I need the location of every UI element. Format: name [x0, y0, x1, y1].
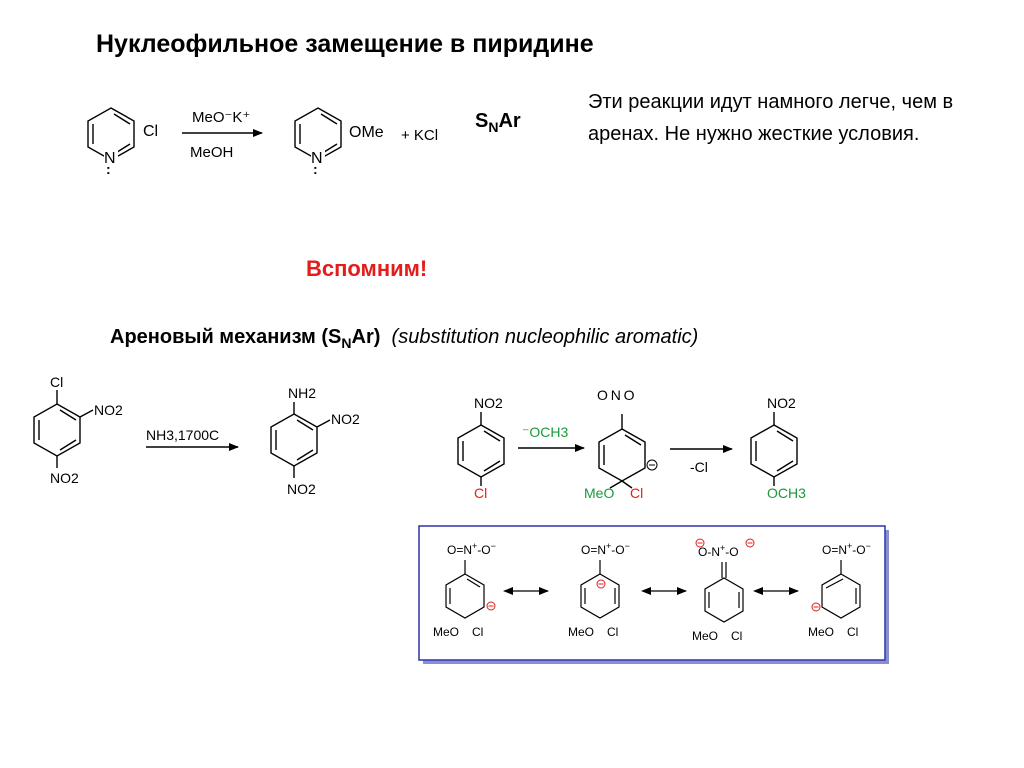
- pyridine-n-mask: [104, 150, 118, 164]
- mechanism-bold-prefix: Ареновый механизм (S: [110, 326, 342, 348]
- resonance-meo-1: MeO: [433, 625, 459, 639]
- reagent-bottom: MeOH: [190, 144, 233, 161]
- start-no2-para: NO2: [50, 470, 79, 486]
- product-lone-pair: :: [313, 161, 318, 177]
- negative-charge-icon: [695, 538, 705, 548]
- mechanism-italic: (substitution nucleophilic aromatic): [391, 326, 699, 348]
- leaving-group: -Cl: [690, 459, 708, 475]
- resonance-ring-2: [580, 560, 620, 619]
- product-no2-ortho: NO2: [331, 411, 360, 427]
- nitro-start-no2: NO2: [474, 395, 503, 411]
- methoxide-reagent: ⁻OCH3: [522, 424, 569, 440]
- anisole-och3: OCH3: [767, 485, 806, 501]
- note-text: Эти реакции идут намного легче, чем в ар…: [588, 91, 954, 145]
- meisenheimer-meo: MeO: [584, 485, 614, 501]
- resonance-nitro-3: O-N+-O: [698, 543, 739, 559]
- ammonia-conditions: NH3,1700C: [146, 427, 219, 443]
- dinitro-product-ring: [270, 402, 331, 478]
- negative-charge-icon: [811, 602, 821, 612]
- lone-pair-dots: :: [106, 161, 111, 177]
- resonance-nitro-4: O=N+-O−: [822, 541, 871, 557]
- meisenheimer-nitro: O N O: [597, 387, 635, 403]
- resonance-ring-4: [821, 560, 861, 619]
- snar-sub: N: [488, 119, 499, 135]
- resonance-meo-3: MeO: [692, 629, 718, 643]
- mechanism-bold-suffix: Ar): [351, 326, 381, 348]
- anisole-ring: [750, 412, 798, 486]
- mechanism-bold-sub: N: [341, 335, 352, 351]
- start-no2-ortho: NO2: [94, 402, 123, 418]
- product-n-mask: [311, 150, 325, 164]
- pyridine-cl: Cl: [143, 123, 158, 140]
- resonance-ring-1: [445, 560, 485, 619]
- mechanism-heading: Ареновый механизм (SNAr) (substitution n…: [110, 326, 698, 351]
- resonance-cl-3: Cl: [731, 629, 742, 643]
- product-nh2: NH2: [288, 385, 316, 401]
- resonance-meo-4: MeO: [808, 625, 834, 639]
- pyridine-n: N: [104, 150, 116, 167]
- meisenheimer-ring: [598, 414, 646, 489]
- negative-charge-icon: [596, 579, 606, 589]
- byproduct-kcl: + KCl: [401, 127, 438, 144]
- anisole-no2: NO2: [767, 395, 796, 411]
- meisenheimer-cl: Cl: [630, 485, 643, 501]
- start-cl: Cl: [50, 374, 63, 390]
- negative-charge-icon: [486, 601, 496, 611]
- snar-main: S: [475, 110, 489, 132]
- product-n: N: [311, 150, 323, 167]
- dinitro-start-ring: [33, 390, 94, 468]
- resonance-cl-4: Cl: [847, 625, 858, 639]
- nitro-start-ring: [457, 412, 505, 486]
- resonance-ring-3: [704, 562, 744, 623]
- snar-tail: Ar: [498, 110, 521, 132]
- nitro-start-cl: Cl: [474, 485, 487, 501]
- resonance-nitro-1: O=N+-O−: [447, 541, 496, 557]
- reagent-top: MeO⁻K⁺: [192, 109, 250, 126]
- resonance-cl-2: Cl: [607, 625, 618, 639]
- product-no2-para: NO2: [287, 481, 316, 497]
- page-title: Нуклеофильное замещение в пиридине: [96, 30, 594, 58]
- negative-charge-icon: [745, 538, 755, 548]
- resonance-cl-1: Cl: [472, 625, 483, 639]
- resonance-meo-2: MeO: [568, 625, 594, 639]
- resonance-nitro-2: O=N+-O−: [581, 541, 630, 557]
- negative-charge-icon: [646, 459, 658, 471]
- product-ome: OMe: [349, 124, 384, 141]
- snar-label: SNAr: [475, 110, 521, 135]
- recall-heading: Вспомним!: [306, 256, 428, 281]
